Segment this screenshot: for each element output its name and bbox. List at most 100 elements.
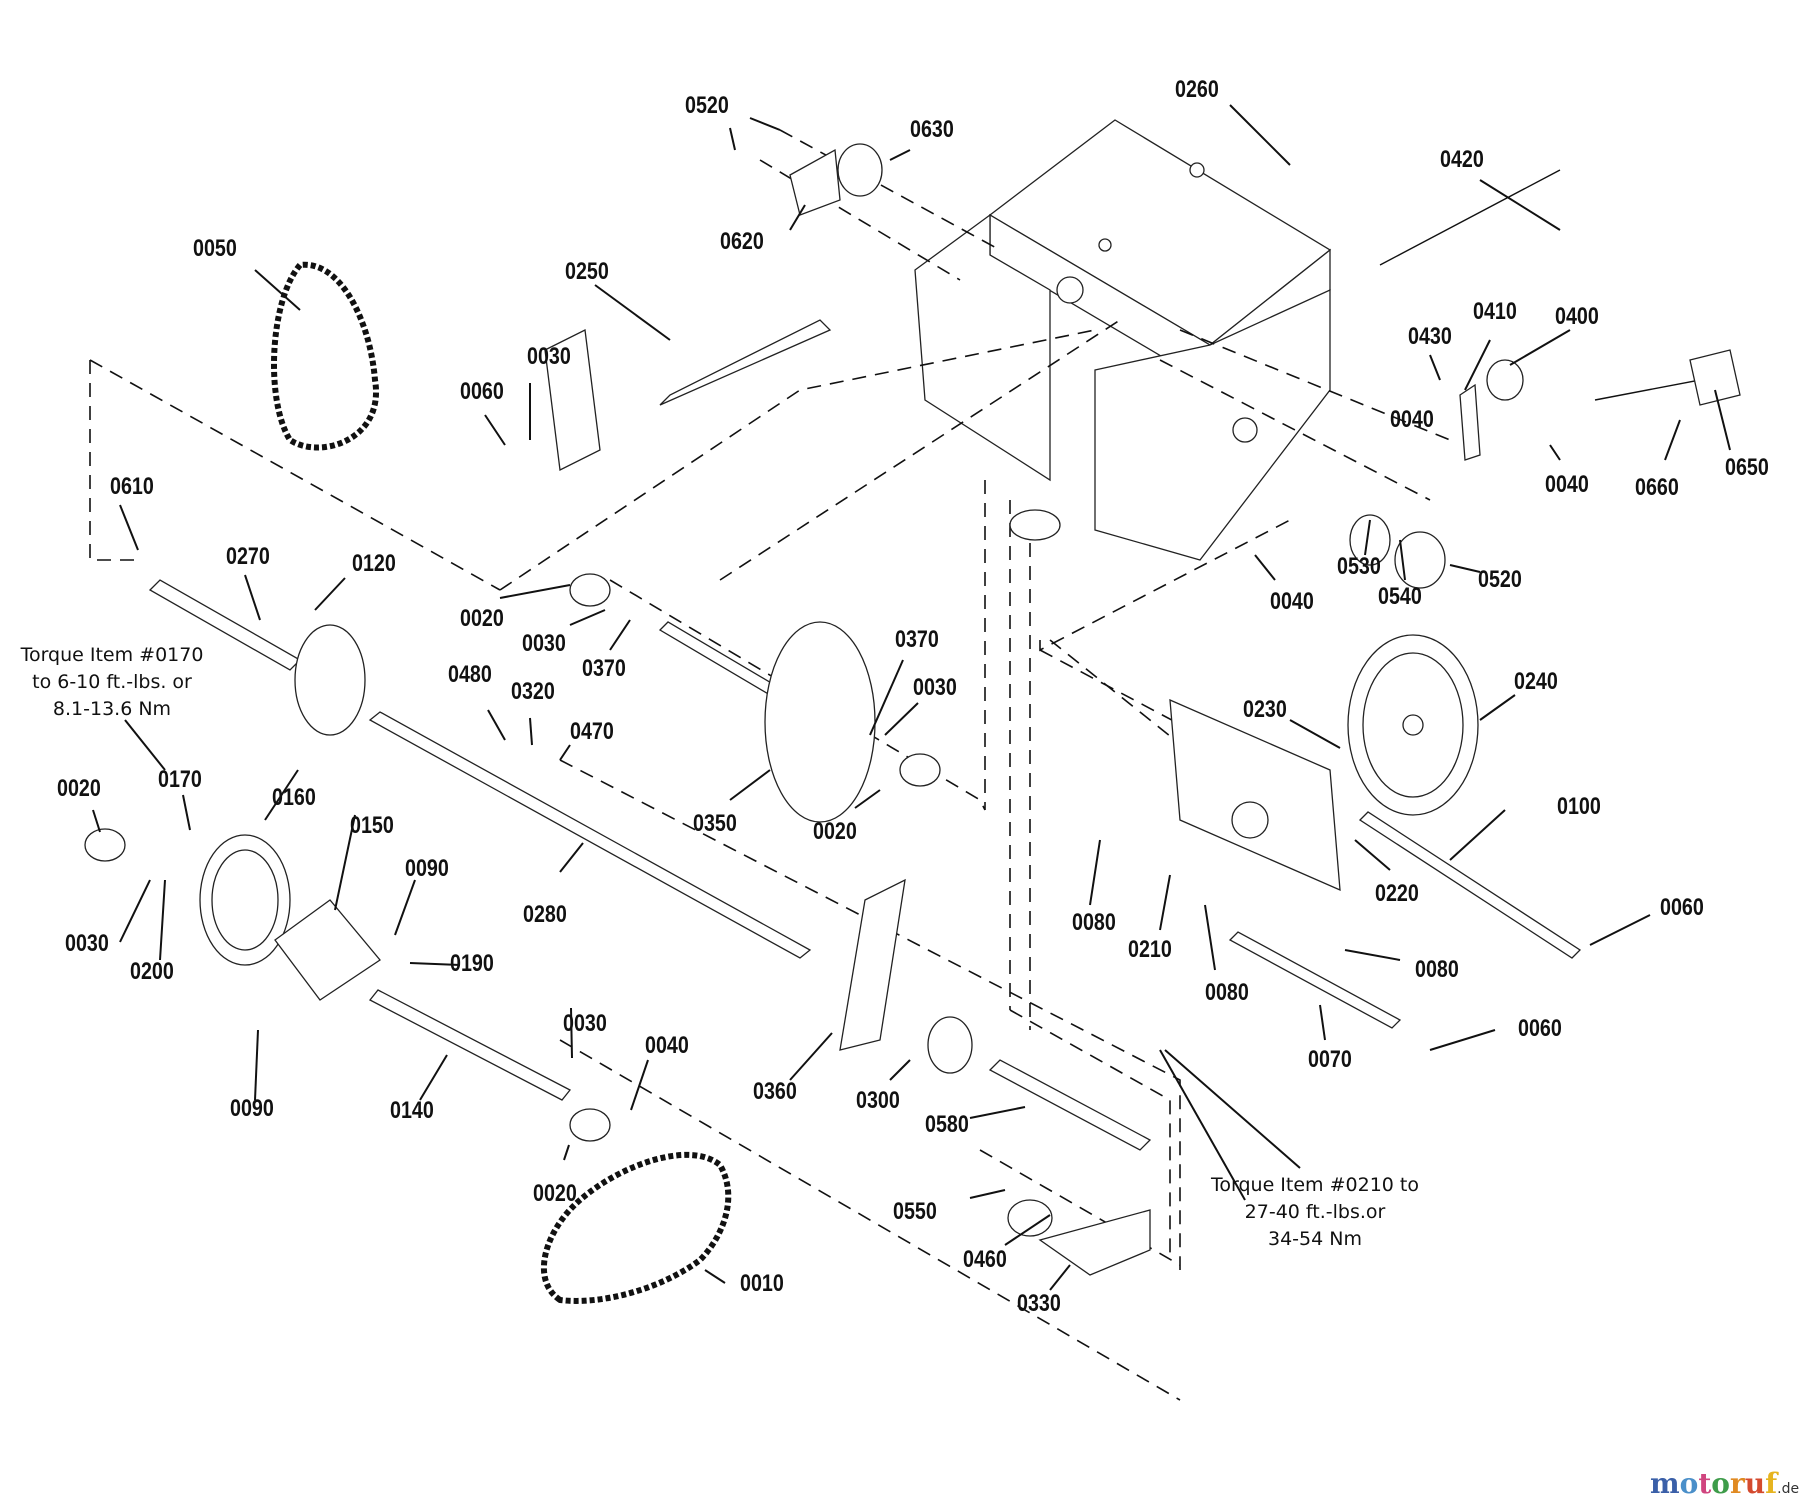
watermark-letter: r	[1729, 1467, 1745, 1500]
watermark-letter: o	[1711, 1467, 1730, 1500]
part-label-0170[interactable]: 0170	[158, 766, 202, 793]
plate-0220	[1169, 698, 1341, 892]
part-label-0580[interactable]: 0580	[925, 1111, 969, 1138]
part-label-0030[interactable]: 0030	[913, 674, 957, 701]
part-label-0030[interactable]: 0030	[527, 343, 571, 370]
part-label-0240[interactable]: 0240	[1514, 668, 1558, 695]
part-label-0260[interactable]: 0260	[1175, 76, 1219, 103]
part-label-0060[interactable]: 0060	[1660, 894, 1704, 921]
part-label-0630[interactable]: 0630	[910, 116, 954, 143]
part-label-0120[interactable]: 0120	[352, 550, 396, 577]
part-label-0020[interactable]: 0020	[533, 1180, 577, 1207]
roller-0400	[1486, 359, 1524, 401]
drive-disc-0350	[764, 621, 876, 823]
part-label-0250[interactable]: 0250	[565, 258, 609, 285]
part-label-0410[interactable]: 0410	[1473, 298, 1517, 325]
part-label-0280[interactable]: 0280	[523, 901, 567, 928]
part-label-0430[interactable]: 0430	[1408, 323, 1452, 350]
chain-0050	[270, 261, 380, 451]
part-label-0220[interactable]: 0220	[1375, 880, 1419, 907]
torque-note-line: 8.1-13.6 Nm	[52, 697, 172, 720]
part-label-0030[interactable]: 0030	[522, 630, 566, 657]
components	[84, 143, 1741, 1276]
bracket-0360	[839, 878, 906, 1051]
part-label-0360[interactable]: 0360	[753, 1078, 797, 1105]
part-label-0080[interactable]: 0080	[1072, 909, 1116, 936]
sprocket-0120	[294, 624, 366, 736]
flange-0540	[1394, 531, 1446, 589]
part-label-0660[interactable]: 0660	[1635, 474, 1679, 501]
watermark-letter: m	[1650, 1467, 1680, 1500]
torque-note-line: 34-54 Nm	[1268, 1227, 1362, 1250]
part-label-0230[interactable]: 0230	[1243, 696, 1287, 723]
watermark-letter: f	[1765, 1467, 1778, 1500]
torque-note-line: Torque Item #0170	[20, 644, 204, 666]
part-label-0460[interactable]: 0460	[963, 1246, 1007, 1273]
part-label-0470[interactable]: 0470	[570, 718, 614, 745]
part-label-0210[interactable]: 0210	[1128, 936, 1172, 963]
part-label-0370[interactable]: 0370	[895, 626, 939, 653]
part-label-0100[interactable]: 0100	[1557, 793, 1601, 820]
part-label-0050[interactable]: 0050	[193, 235, 237, 262]
shafts	[148, 169, 1701, 1151]
part-label-0010[interactable]: 0010	[740, 1270, 784, 1297]
part-label-0150[interactable]: 0150	[350, 812, 394, 839]
part-label-0060[interactable]: 0060	[1518, 1015, 1562, 1042]
part-label-0030[interactable]: 0030	[563, 1010, 607, 1037]
part-label-0090[interactable]: 0090	[405, 855, 449, 882]
part-label-0650[interactable]: 0650	[1725, 454, 1769, 481]
part-label-0520[interactable]: 0520	[1478, 566, 1522, 593]
bracket-0630	[1009, 509, 1061, 541]
watermark-tld: .de	[1777, 1481, 1800, 1497]
part-label-0610[interactable]: 0610	[110, 473, 154, 500]
lever-0250	[544, 329, 601, 471]
flange-0620	[789, 148, 841, 216]
watermark-letter: u	[1744, 1467, 1766, 1500]
part-label-0270[interactable]: 0270	[226, 543, 270, 570]
part-label-0140[interactable]: 0140	[390, 1097, 434, 1124]
torque-note-line: to 6-10 ft.-lbs. or	[32, 670, 192, 693]
torque-note-line: 27-40 ft.-lbs.or	[1244, 1200, 1386, 1223]
part-label-0400[interactable]: 0400	[1555, 303, 1599, 330]
part-label-0030[interactable]: 0030	[65, 930, 109, 957]
part-label-0320[interactable]: 0320	[511, 678, 555, 705]
part-label-0530[interactable]: 0530	[1337, 553, 1381, 580]
part-label-0540[interactable]: 0540	[1378, 583, 1422, 610]
part-label-0370[interactable]: 0370	[582, 655, 626, 682]
part-label-0550[interactable]: 0550	[893, 1198, 937, 1225]
control-0650	[1689, 349, 1741, 406]
part-label-0020[interactable]: 0020	[460, 605, 504, 632]
bracket-0410	[1459, 383, 1481, 461]
part-label-0190[interactable]: 0190	[450, 950, 494, 977]
part-label-0020[interactable]: 0020	[57, 775, 101, 802]
torque-note-0210: Torque Item #0210 to 27-40 ft.-lbs.or 34…	[1195, 1172, 1435, 1253]
part-label-0040[interactable]: 0040	[645, 1032, 689, 1059]
part-label-0420[interactable]: 0420	[1440, 146, 1484, 173]
part-label-0200[interactable]: 0200	[130, 958, 174, 985]
watermark-logo[interactable]: motoruf.de	[1650, 1470, 1799, 1498]
bushing-0630	[837, 143, 883, 197]
part-label-0080[interactable]: 0080	[1205, 979, 1249, 1006]
frame-housing	[914, 119, 1332, 561]
part-label-0040[interactable]: 0040	[1390, 406, 1434, 433]
part-label-0040[interactable]: 0040	[1270, 588, 1314, 615]
part-label-0520[interactable]: 0520	[685, 92, 729, 119]
leader-lines	[92, 104, 1731, 1291]
bracket-0330	[1038, 1209, 1151, 1276]
part-label-0020[interactable]: 0020	[813, 818, 857, 845]
part-label-0160[interactable]: 0160	[272, 784, 316, 811]
part-label-0330[interactable]: 0330	[1017, 1290, 1061, 1317]
torque-note-line: Torque Item #0210 to	[1211, 1174, 1419, 1196]
part-label-0480[interactable]: 0480	[448, 661, 492, 688]
spacer-0550	[1007, 1199, 1053, 1237]
part-label-0060[interactable]: 0060	[460, 378, 504, 405]
part-label-0070[interactable]: 0070	[1308, 1046, 1352, 1073]
bearing-0530	[1349, 514, 1391, 566]
watermark-letter: t	[1698, 1467, 1712, 1500]
part-label-0090[interactable]: 0090	[230, 1095, 274, 1122]
part-label-0620[interactable]: 0620	[720, 228, 764, 255]
part-label-0080[interactable]: 0080	[1415, 956, 1459, 983]
part-label-0040[interactable]: 0040	[1545, 471, 1589, 498]
part-label-0350[interactable]: 0350	[693, 810, 737, 837]
part-label-0300[interactable]: 0300	[856, 1087, 900, 1114]
